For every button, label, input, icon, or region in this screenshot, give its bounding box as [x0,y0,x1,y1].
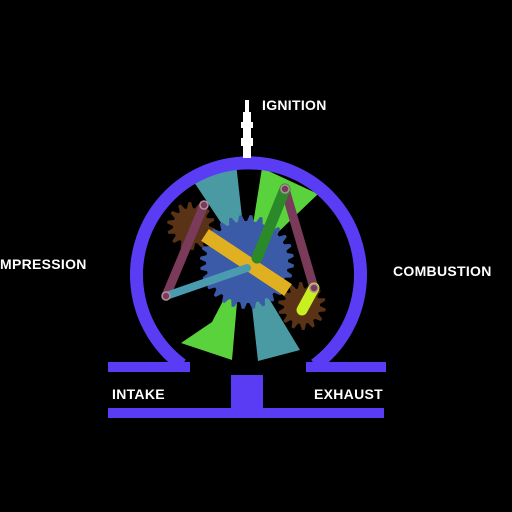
sector-intake [181,268,240,360]
spark-plug-icon [241,100,253,158]
label-intake: INTAKE [112,386,165,402]
housing-base-left [108,362,190,372]
label-ignition: IGNITION [262,97,327,113]
label-compression: MPRESSION [0,256,87,272]
label-exhaust: EXHAUST [314,386,383,402]
label-combustion: COMBUSTION [393,263,492,279]
housing-center-block [231,375,263,411]
pivot-pins [161,184,319,301]
housing-base-right [306,362,386,372]
crank-bar [201,229,292,296]
housing [108,156,386,418]
pivot-pin-bottom-right [309,283,319,293]
green-connecting-rod [251,183,291,264]
housing-arc [130,156,367,371]
pivot-pin-top-right [280,184,290,194]
housing-floor [108,408,384,418]
pivot-pin-top-left [199,200,209,210]
blue-connecting-rod [162,264,251,300]
right-linkage-bar [280,184,319,293]
pivot-pin-bottom-left [161,291,171,301]
left-linkage-bar [161,200,209,301]
